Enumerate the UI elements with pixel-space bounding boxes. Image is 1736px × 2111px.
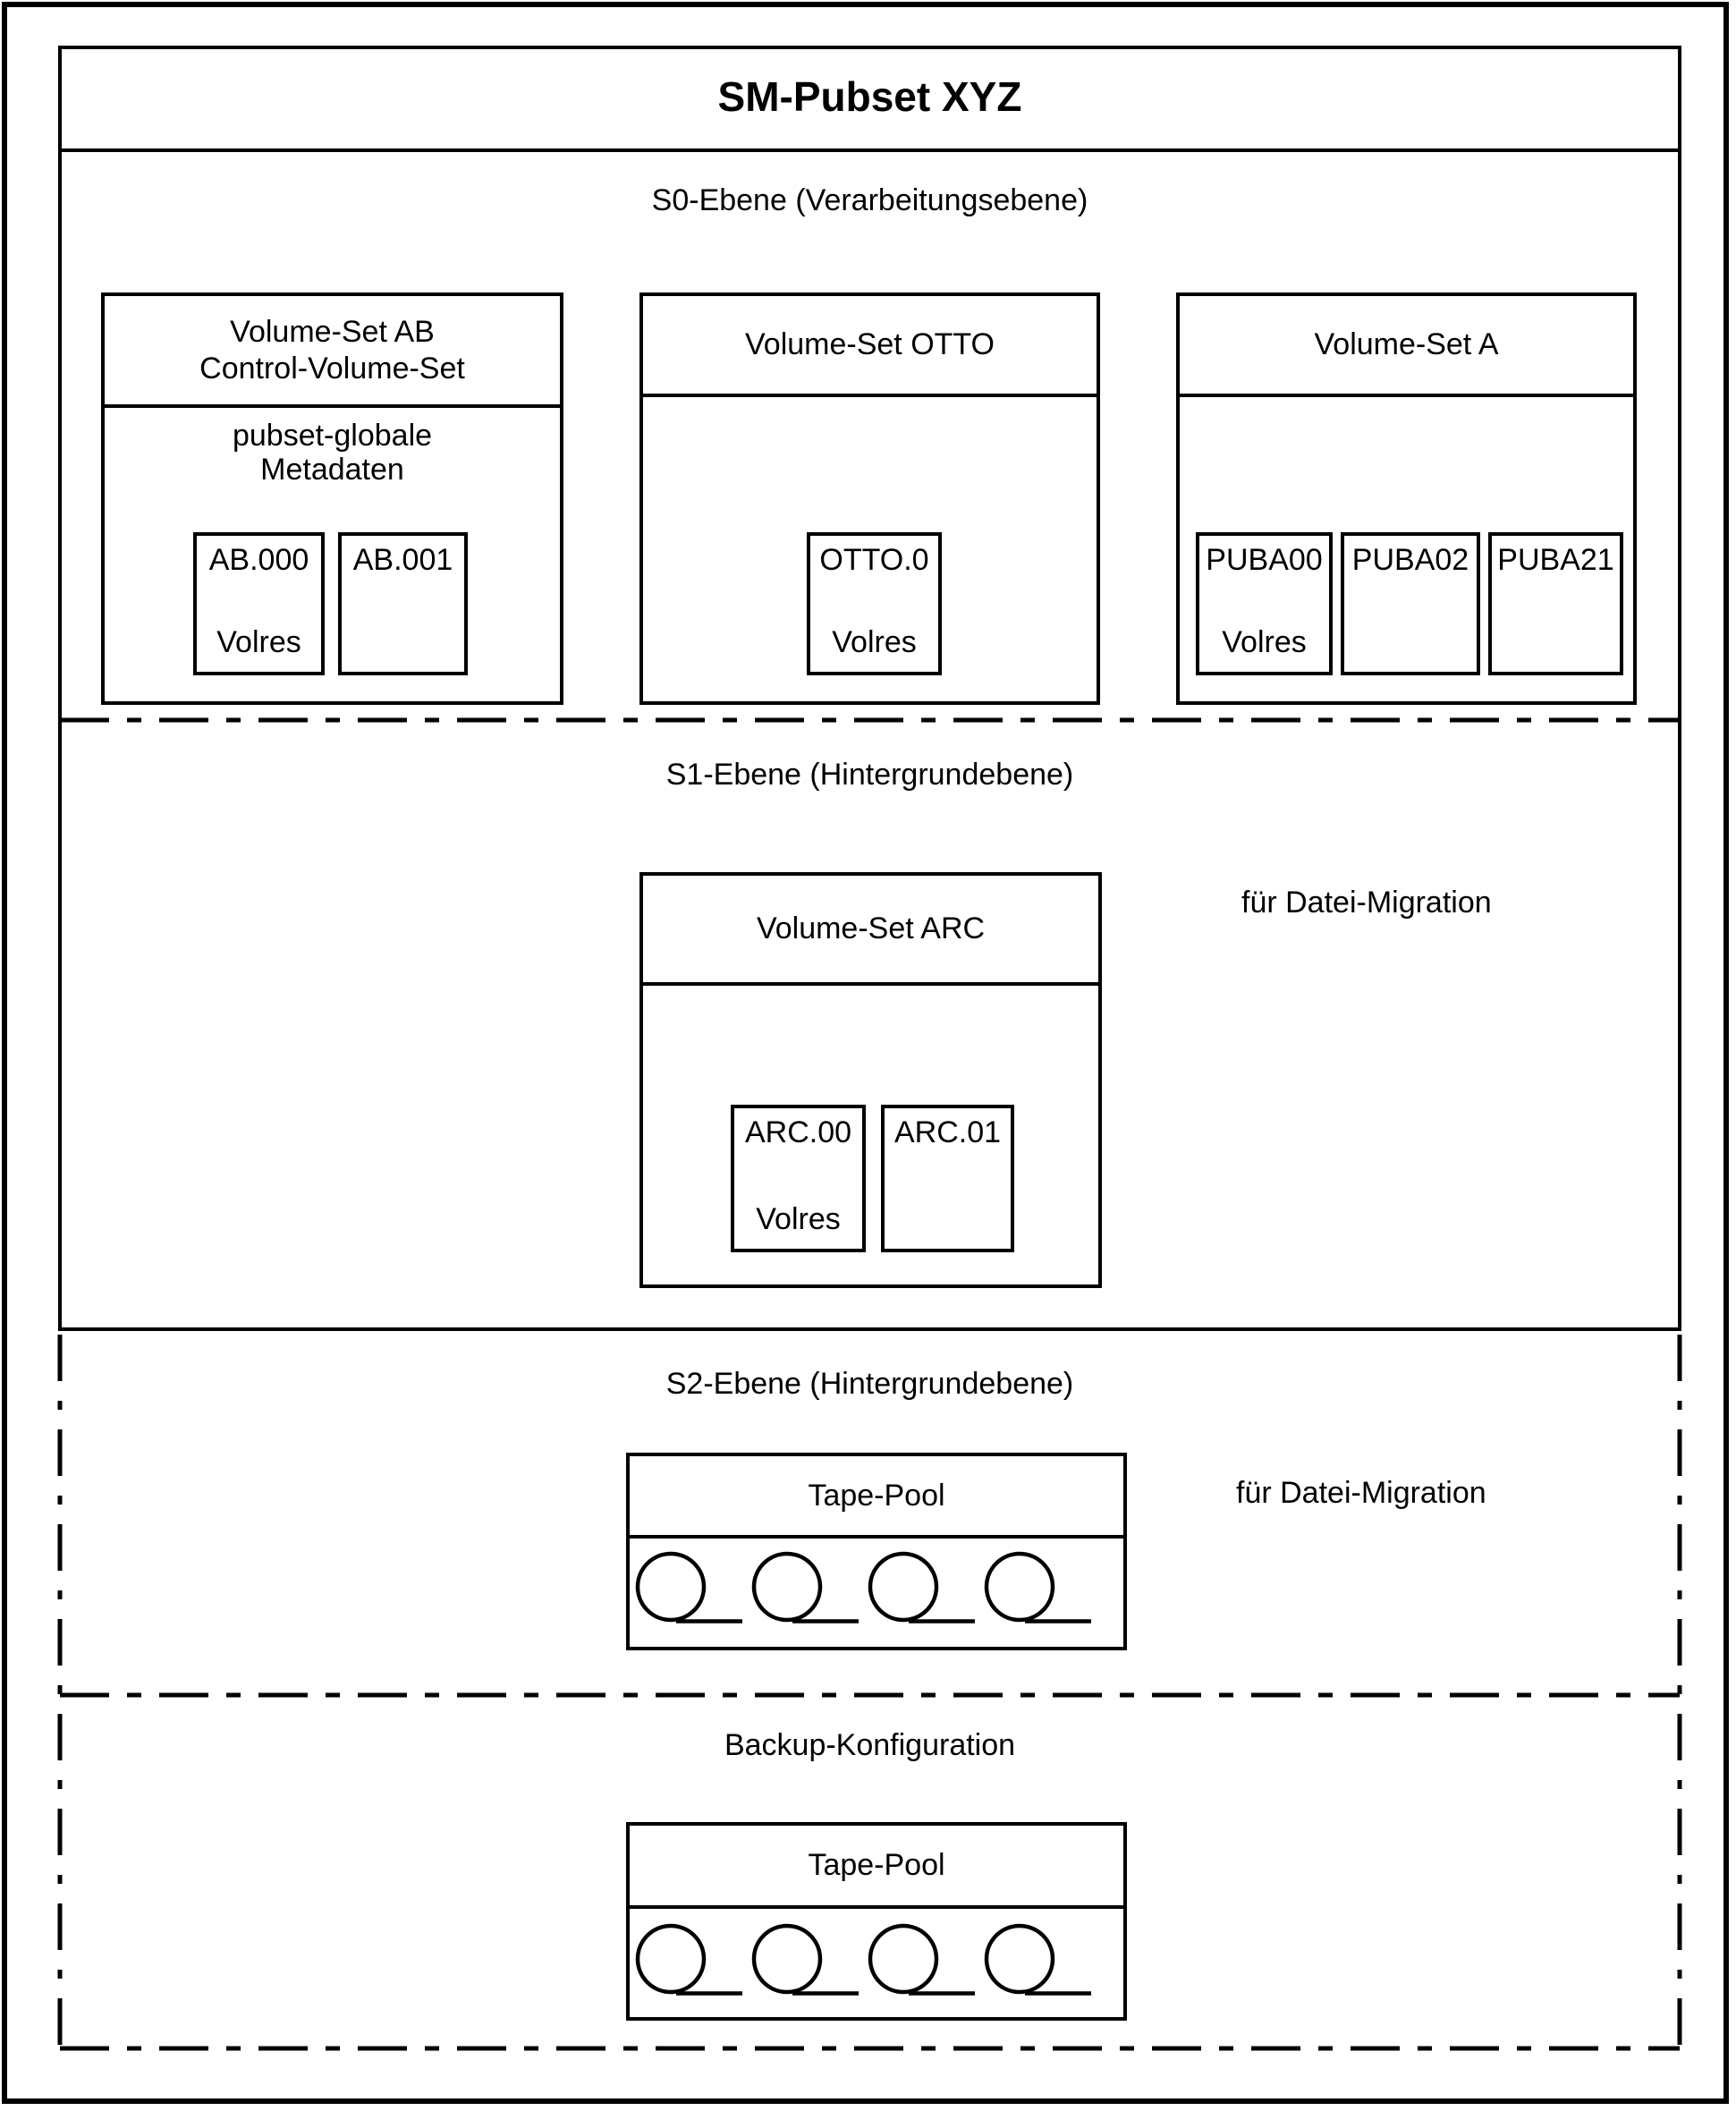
tape-reel-icon (984, 1551, 1091, 1624)
volume-otto0: OTTO.0 Volres (807, 532, 942, 675)
tape-reel-icon (868, 1551, 975, 1624)
tape-reel-icon (984, 1923, 1091, 1996)
tape-reel-icon (868, 1923, 975, 1996)
volume-otto0-id: OTTO.0 (819, 543, 929, 577)
volume-puba02: PUBA02 (1341, 532, 1480, 675)
volume-set-a-header: Volume-Set A (1180, 296, 1633, 397)
metadata-note-line2: Metadaten (260, 453, 404, 487)
volume-set-arc-title: Volume-Set ARC (756, 911, 986, 945)
volume-puba00: PUBA00 Volres (1196, 532, 1333, 675)
volume-otto0-volres: Volres (832, 625, 917, 659)
volume-set-arc-header: Volume-Set ARC (643, 876, 1098, 986)
diagram-title: SM-Pubset XYZ (717, 73, 1022, 120)
volume-set-otto-header: Volume-Set OTTO (643, 296, 1097, 397)
volume-set-otto-box: Volume-Set OTTO (639, 292, 1100, 705)
volume-set-ab-metadata-note: pubset-globale Metadaten (105, 408, 560, 487)
volume-set-ab-title: Volume-Set AB (230, 314, 435, 349)
volume-set-ab-subtitle: Control-Volume-Set (199, 351, 465, 386)
volume-puba21: PUBA21 (1488, 532, 1623, 675)
volume-puba00-id: PUBA00 (1206, 543, 1323, 577)
s2-tape-reel-row (634, 1549, 1099, 1632)
volume-puba00-volres: Volres (1222, 625, 1307, 659)
s2-level-label: S2-Ebene (Hintergrundebene) (665, 1367, 1074, 1401)
volume-ab000-volres: Volres (216, 625, 301, 659)
volume-ab000-id: AB.000 (208, 543, 309, 577)
volume-ab001: AB.001 (338, 532, 468, 675)
backup-tape-pool-box: Tape-Pool (626, 1822, 1127, 2021)
s2-tape-pool-header: Tape-Pool (630, 1456, 1123, 1539)
volume-puba02-id: PUBA02 (1351, 543, 1469, 577)
volume-set-otto-title: Volume-Set OTTO (744, 327, 995, 361)
tape-reel-icon (635, 1551, 742, 1624)
s1-level-label: S1-Ebene (Hintergrundebene) (665, 758, 1074, 792)
s0-level-label: S0-Ebene (Verarbeitungsebene) (651, 183, 1088, 217)
backup-config-label: Backup-Konfiguration (724, 1728, 1016, 1762)
backup-tape-pool-title: Tape-Pool (808, 1848, 945, 1882)
metadata-note-line1: pubset-globale (232, 419, 433, 453)
s2-tape-pool-title: Tape-Pool (808, 1478, 945, 1513)
volume-set-ab-box: Volume-Set AB Control-Volume-Set pubset-… (101, 292, 563, 705)
tape-reel-icon (751, 1923, 859, 1996)
volume-puba21-id: PUBA21 (1497, 543, 1614, 577)
backup-tape-reel-row (634, 1921, 1099, 2004)
volume-set-a-title: Volume-Set A (1314, 327, 1499, 361)
tape-reel-icon (635, 1923, 742, 1996)
volume-arc00: ARC.00 Volres (731, 1105, 866, 1252)
volume-arc00-id: ARC.00 (744, 1115, 852, 1149)
backup-tape-pool-header: Tape-Pool (630, 1826, 1123, 1909)
tape-reel-icon (751, 1551, 859, 1624)
title-divider-line (58, 148, 1681, 152)
volume-arc00-volres: Volres (756, 1202, 841, 1236)
s2-tape-pool-box: Tape-Pool (626, 1453, 1127, 1650)
volume-arc01: ARC.01 (881, 1105, 1014, 1252)
s1-migration-annotation: für Datei-Migration (1241, 886, 1492, 920)
volume-set-ab-header: Volume-Set AB Control-Volume-Set (105, 296, 560, 408)
volume-ab000: AB.000 Volres (193, 532, 325, 675)
volume-ab001-id: AB.001 (352, 543, 453, 577)
volume-set-arc-box: Volume-Set ARC (639, 872, 1102, 1288)
s2-migration-annotation: für Datei-Migration (1236, 1476, 1486, 1510)
volume-arc01-id: ARC.01 (893, 1115, 1002, 1149)
